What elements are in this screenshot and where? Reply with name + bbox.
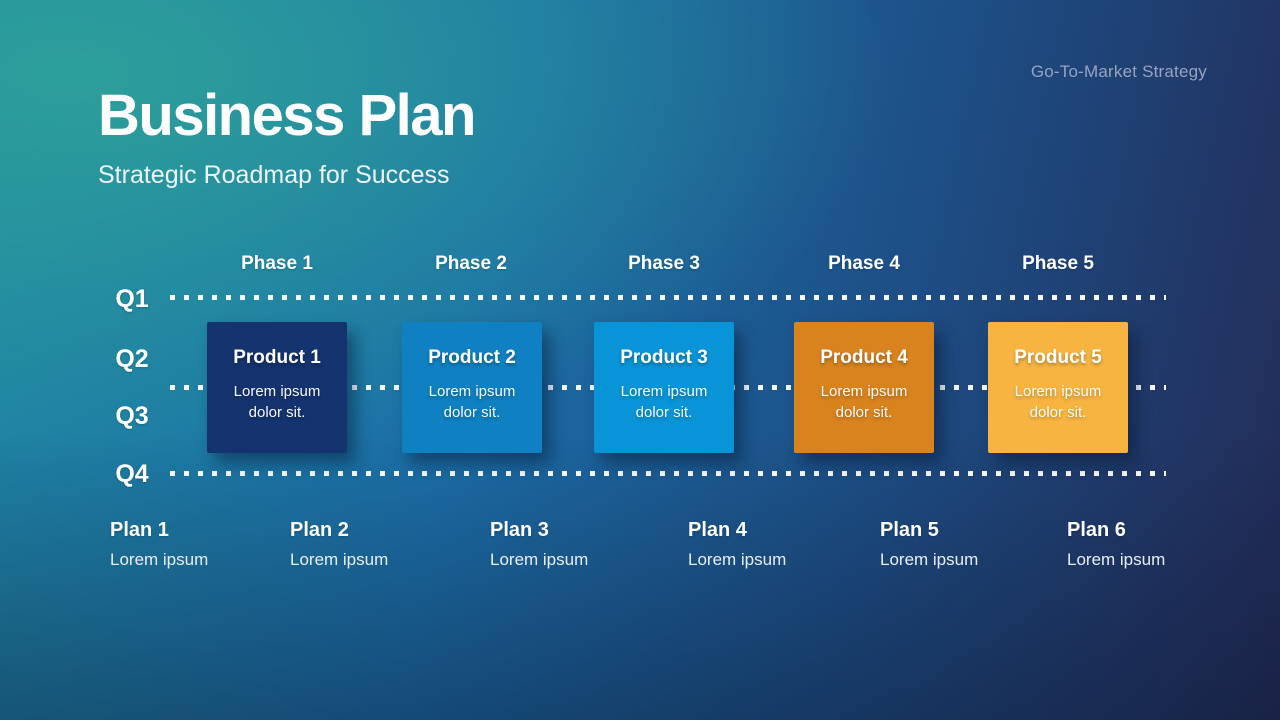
product-3-card: Product 3 Lorem ipsum dolor sit. [594, 322, 734, 453]
plan-6-title: Plan 6 [1067, 519, 1126, 541]
plan-4-title: Plan 4 [688, 519, 747, 541]
plan-5-description: Lorem ipsum [880, 550, 979, 569]
quarter-q4-label: Q4 [115, 460, 149, 488]
q4-dotted-line [170, 471, 1166, 476]
plan-4-item: Plan 4 Lorem ipsum [688, 519, 786, 570]
phase-4-label: Phase 4 [828, 253, 900, 274]
product-5-title: Product 5 [1014, 347, 1102, 368]
q1-dotted-line [170, 295, 1166, 300]
plan-3-description: Lorem ipsum [490, 550, 589, 569]
plan-6-description: Lorem ipsum [1067, 550, 1166, 569]
plan-2-item: Plan 2 Lorem ipsum [290, 519, 388, 570]
plan-3-item: Plan 3 Lorem ipsum [490, 519, 588, 570]
phase-2-label: Phase 2 [435, 253, 507, 274]
plan-2-description: Lorem ipsum [290, 550, 389, 569]
product-5-card: Product 5 Lorem ipsum dolor sit. [988, 322, 1128, 453]
plan-4-description: Lorem ipsum [688, 550, 787, 569]
product-4-description: Lorem ipsum dolor sit. [820, 383, 908, 421]
quarter-q2-label: Q2 [115, 345, 149, 373]
product-1-description: Lorem ipsum dolor sit. [233, 383, 321, 421]
product-4-title: Product 4 [820, 347, 908, 368]
slide-title: Business Plan [98, 83, 476, 148]
plan-2-title: Plan 2 [290, 519, 349, 541]
phase-1-label: Phase 1 [241, 253, 313, 274]
plan-5-title: Plan 5 [880, 519, 939, 541]
product-1-title: Product 1 [233, 347, 321, 368]
slide-tagline: Go-To-Market Strategy [1030, 62, 1207, 81]
product-3-title: Product 3 [620, 347, 708, 368]
plan-5-item: Plan 5 Lorem ipsum [880, 519, 978, 570]
product-3-description: Lorem ipsum dolor sit. [620, 383, 708, 421]
product-4-card: Product 4 Lorem ipsum dolor sit. [794, 322, 934, 453]
plan-1-item: Plan 1 Lorem ipsum [110, 519, 208, 570]
phase-5-label: Phase 5 [1022, 253, 1094, 274]
slide-subtitle: Strategic Roadmap for Success [98, 161, 450, 189]
quarter-q3-label: Q3 [115, 402, 149, 430]
plan-1-description: Lorem ipsum [110, 550, 209, 569]
product-2-description: Lorem ipsum dolor sit. [428, 383, 516, 421]
product-1-card: Product 1 Lorem ipsum dolor sit. [207, 322, 347, 453]
product-2-card: Product 2 Lorem ipsum dolor sit. [402, 322, 542, 453]
product-5-description: Lorem ipsum dolor sit. [1014, 383, 1102, 421]
plan-3-title: Plan 3 [490, 519, 549, 541]
quarter-q1-label: Q1 [115, 285, 149, 313]
phase-3-label: Phase 3 [628, 253, 700, 274]
plan-1-title: Plan 1 [110, 519, 169, 541]
product-2-title: Product 2 [428, 347, 516, 368]
plan-6-item: Plan 6 Lorem ipsum [1067, 519, 1165, 570]
